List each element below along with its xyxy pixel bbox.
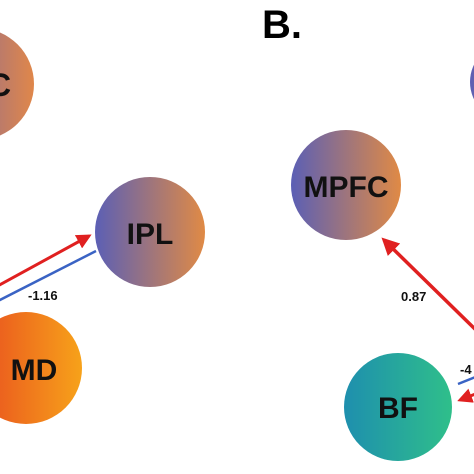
edge-bf-right-red-line [457,388,474,403]
node-partial-top-left-label: C [0,67,11,103]
node-partial-top-left-circle [0,32,34,136]
node-bf-label: BF [378,392,418,425]
edge-bf-to-mpfc-line [381,237,474,331]
node-bf: BF [344,353,452,461]
node-mpfc: MPFC [291,130,401,240]
panel-label: B. [262,3,302,47]
node-ipl-circle [95,177,205,287]
node-mpfc-circle [291,130,401,240]
edge-bf-to-mpfc [381,237,474,331]
node-md-circle [0,312,82,424]
edge-md-to-ipl-line [0,234,92,287]
node-mpfc-label: MPFC [304,171,389,204]
edge-bf-right-blue-line [457,376,474,386]
node-md-label: MD [11,354,58,387]
edge-md-ipl-weight: -1.16 [28,288,58,303]
edge-md-to-ipl [0,234,92,287]
edge-ipl-to-md [0,249,97,302]
edge-ipl-to-md-line [0,249,97,302]
node-partial-top-right-circle [470,64,474,100]
node-partial-top-left: C [0,32,34,136]
node-bf-circle [344,353,452,461]
edge-bf-right-red [457,388,474,403]
edge-bf-mpfc-weight: 0.87 [401,289,426,304]
node-md: MD [0,312,82,424]
edge-bf-right-weight: -4 [460,362,472,377]
node-ipl-label: IPL [127,218,174,251]
node-ipl: IPL [95,177,205,287]
edge-bf-right-blue [457,376,474,386]
